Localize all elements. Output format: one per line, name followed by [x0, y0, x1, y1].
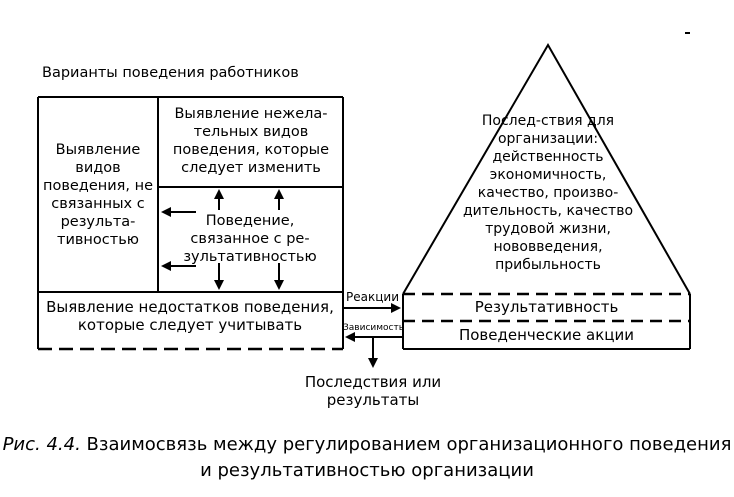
box-top-right-text: Выявление нежела-тельных видов поведения… — [172, 106, 330, 176]
layer-results: Результативность — [474, 298, 619, 316]
box-left-text: Выявление видов поведения, не связанных … — [42, 142, 153, 248]
label-dependence: Зависимость — [343, 323, 405, 333]
box-bottom-text: Выявление недостатков поведения, которые… — [46, 298, 334, 334]
connection-arrows — [343, 303, 403, 368]
caption-prefix: Рис. 4.4. — [2, 434, 81, 455]
caption-text: Взаимосвязь между регулированием организ… — [86, 434, 732, 481]
layer-actions: Поведенческие акции — [458, 326, 635, 344]
behavior-variants-box — [37, 96, 344, 349]
figure-caption: Рис. 4.4. Взаимосвязь между регулировани… — [0, 432, 734, 484]
variants-title: Варианты поведения работников — [42, 65, 299, 81]
box-middle-text: Поведение, связанное с ре-зультативность… — [183, 213, 317, 265]
internal-arrows — [161, 189, 284, 290]
outcome-label: Последствия или результаты — [304, 373, 442, 409]
pyramid-dashed-lines — [403, 292, 690, 323]
label-reactions: Реакции — [346, 290, 399, 304]
pyramid-text: Послед-ствия для организации: действенно… — [462, 113, 634, 273]
